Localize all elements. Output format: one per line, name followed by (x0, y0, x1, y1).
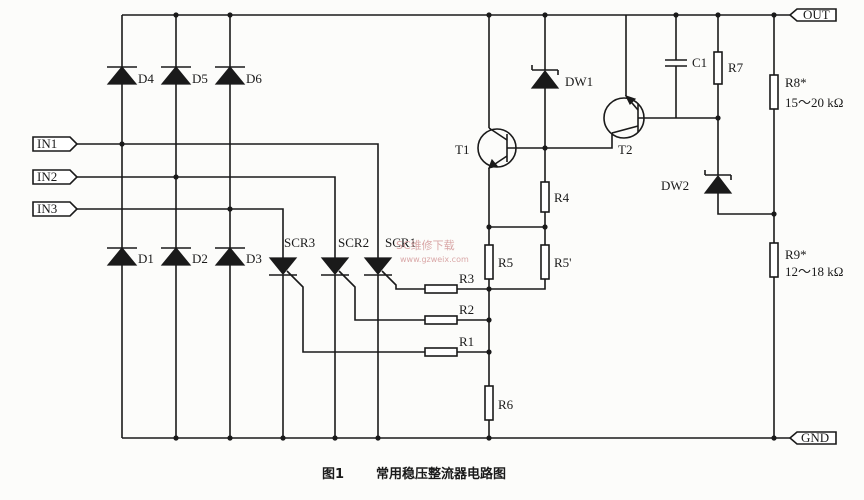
diode-d5 (160, 66, 192, 85)
label-d6: D6 (246, 71, 262, 86)
label-r9-value: 12～18 kΩ (785, 264, 843, 279)
label-r8-value: 15～20 kΩ (785, 95, 843, 110)
resistor-r9 (769, 242, 779, 278)
ground-port (788, 431, 837, 445)
label-t2: T2 (618, 142, 632, 157)
label-d5: D5 (192, 71, 208, 86)
caption-title: 常用稳压整流器电路图 (376, 466, 506, 482)
resistor-r2 (424, 315, 458, 325)
label-r8: R8* (785, 75, 807, 90)
label-r5-prime: R5' (554, 255, 572, 270)
label-scr3: SCR3 (284, 235, 315, 250)
resistor-r7 (713, 51, 723, 85)
label-d4: D4 (138, 71, 154, 86)
port-label-out: OUT (803, 7, 830, 22)
port-label-gnd: GND (801, 430, 829, 445)
resistor-r5 (484, 244, 494, 280)
diode-d2 (160, 247, 192, 266)
capacitor-c1 (665, 15, 687, 118)
port-label-in3: IN3 (37, 201, 57, 216)
label-r2: R2 (459, 302, 474, 317)
resistor-r8 (769, 74, 779, 110)
in3-wire (77, 208, 284, 258)
transistor-t1 (477, 127, 545, 169)
input-port-in1 (32, 136, 79, 152)
label-r1: R1 (459, 334, 474, 349)
resistor-r4 (540, 181, 550, 213)
label-r6: R6 (498, 397, 514, 412)
label-r5: R5 (498, 255, 513, 270)
watermark-url: www.gzweix.com (400, 255, 469, 264)
label-d2: D2 (192, 251, 208, 266)
in2-wire (77, 176, 336, 258)
output-port (788, 8, 837, 22)
scr-scr1 (363, 257, 425, 438)
zener-dw1 (530, 65, 560, 89)
input-port-in2 (32, 169, 79, 185)
label-dw1: DW1 (565, 74, 593, 89)
label-r4: R4 (554, 190, 570, 205)
diode-d3 (214, 247, 246, 266)
label-d3: D3 (246, 251, 262, 266)
label-t1: T1 (455, 142, 469, 157)
diode-d6 (214, 66, 246, 85)
port-label-in1: IN1 (37, 136, 57, 151)
junction-dots (119, 12, 777, 441)
label-r9: R9* (785, 247, 807, 262)
caption-figure: 图1 (322, 467, 344, 482)
label-scr1: SCR1 (385, 235, 416, 250)
transistor-t2 (603, 94, 718, 139)
label-c1: C1 (692, 55, 707, 70)
scr-scr2 (320, 257, 425, 438)
resistor-r1 (424, 347, 458, 357)
port-label-in2: IN2 (37, 169, 57, 184)
resistor-r3 (424, 284, 458, 294)
resistor-r5-prime (540, 244, 550, 280)
label-r3: R3 (459, 271, 474, 286)
watermark-text: SC维修下载 (396, 238, 455, 252)
in1-wire (77, 143, 379, 258)
resistor-r6 (484, 385, 494, 421)
diode-d1 (106, 247, 138, 266)
label-d1: D1 (138, 251, 154, 266)
label-r7: R7 (728, 60, 744, 75)
diode-d4 (106, 66, 138, 85)
label-scr2: SCR2 (338, 235, 369, 250)
label-dw2: DW2 (661, 178, 689, 193)
scr-scr3 (268, 257, 425, 438)
input-port-in3 (32, 201, 79, 217)
